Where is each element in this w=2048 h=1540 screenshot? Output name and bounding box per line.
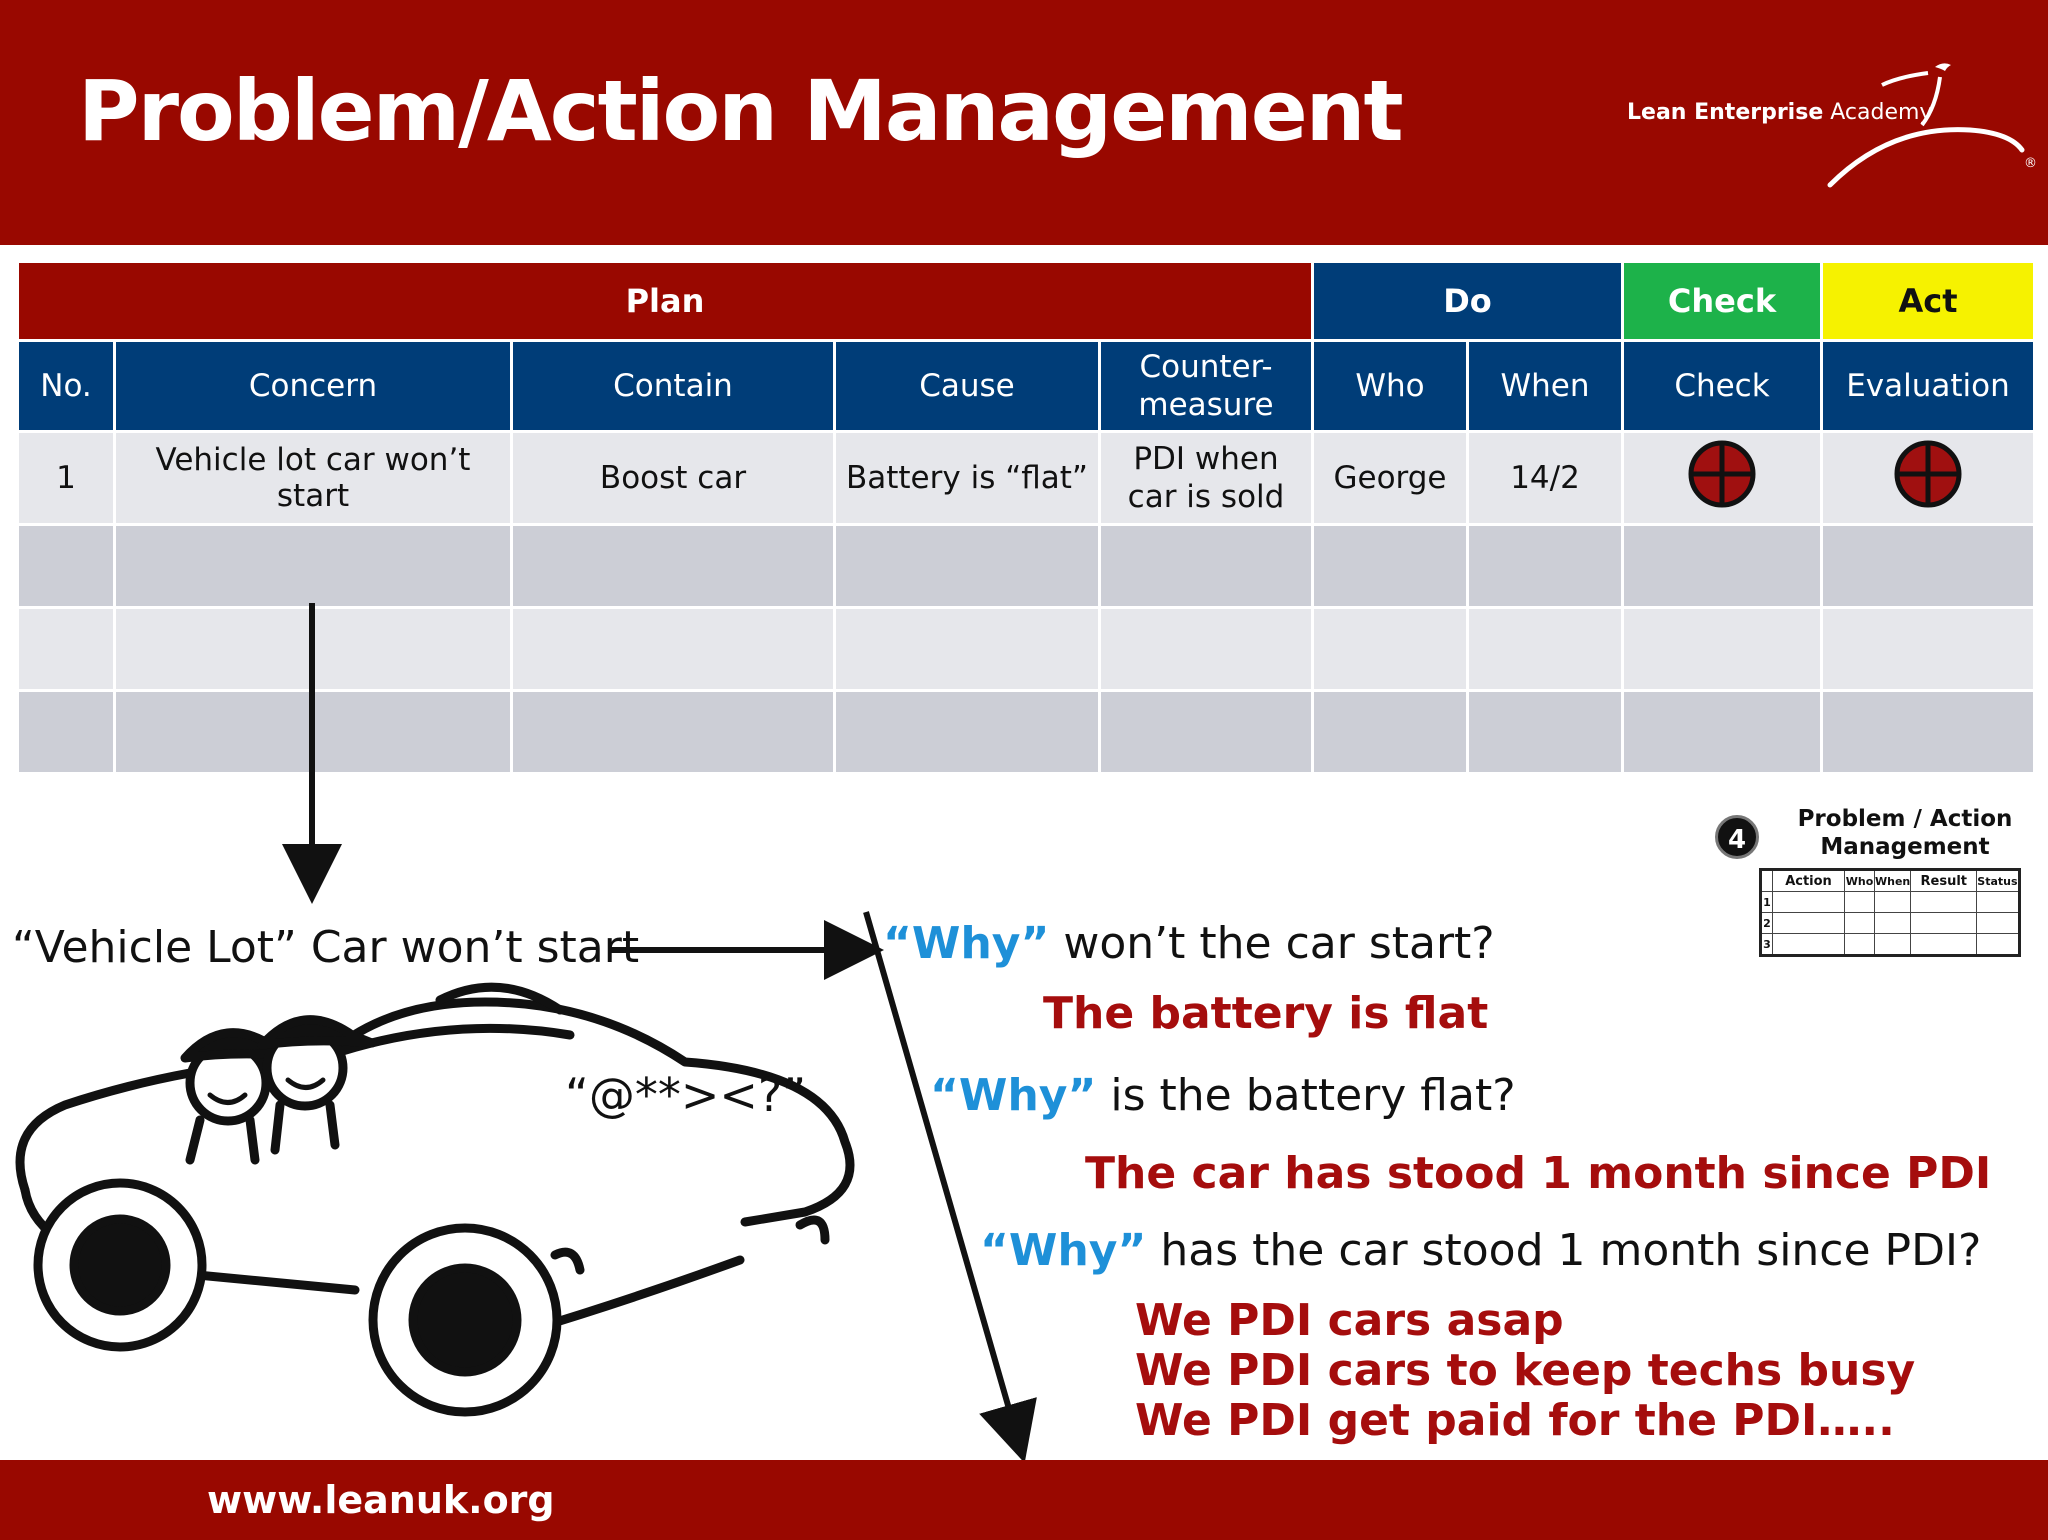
- car-drawing: [15, 982, 855, 1417]
- why-question-text: is the battery flat?: [1110, 1070, 1516, 1121]
- cell-evaluation-status: [1823, 433, 2033, 523]
- col-who: Who: [1314, 342, 1466, 430]
- cell-contain: Boost car: [513, 433, 833, 523]
- why-label: “Why”: [883, 918, 1050, 969]
- footer-url[interactable]: www.leanuk.org: [207, 1478, 555, 1522]
- col-countermeasure-line1: Counter-: [1139, 349, 1273, 385]
- logo-bold-text: Lean Enterprise: [1627, 100, 1824, 125]
- pdca-table: Plan Do Check Act No. Concern Contain Ca…: [16, 260, 2036, 775]
- phase-plan: Plan: [19, 263, 1311, 339]
- cell-when: 14/2: [1469, 433, 1621, 523]
- table-row-empty: [19, 692, 2033, 772]
- page-title: Problem/Action Management: [78, 62, 1404, 160]
- col-evaluation: Evaluation: [1823, 342, 2033, 430]
- col-contain: Contain: [513, 342, 833, 430]
- quarter-circle-icon: [1894, 440, 1962, 508]
- mini-board-title: Problem / Action Management: [1785, 805, 2025, 861]
- why-label: “Why”: [930, 1070, 1097, 1121]
- why-answer-3: We PDI cars asap We PDI cars to keep tec…: [1135, 1296, 1915, 1446]
- col-check: Check: [1624, 342, 1820, 430]
- logo-wordmark: Lean Enterprise Academy: [1627, 100, 1932, 125]
- header-banner: Problem/Action Management Lean Enterpris…: [0, 0, 2048, 245]
- answer-line: We PDI cars to keep techs busy: [1135, 1345, 1916, 1396]
- mini-board-table: Action Who When Result Status 1 2 3: [1759, 868, 2021, 957]
- why-question-2: “Why” is the battery flat?: [930, 1070, 1516, 1121]
- step-badge: 4: [1715, 815, 1759, 859]
- col-cause: Cause: [836, 342, 1098, 430]
- mini-title-line2: Management: [1820, 834, 1990, 860]
- footer-banner: www.leanuk.org: [0, 1460, 2048, 1540]
- cell-concern: Vehicle lot car won’t start: [116, 433, 510, 523]
- phase-check: Check: [1624, 263, 1820, 339]
- why-answer-1: The battery is flat: [1043, 988, 1489, 1039]
- mini-col-who: Who: [1844, 869, 1875, 892]
- phase-do: Do: [1314, 263, 1621, 339]
- mini-board: 4 Problem / Action Management Action Who…: [1715, 803, 2025, 968]
- logo-regular-text: Academy: [1830, 100, 1933, 125]
- answer-line: We PDI get paid for the PDI…..: [1135, 1395, 1895, 1446]
- table-row: 1 Vehicle lot car won’t start Boost car …: [19, 433, 2033, 523]
- why-question-text: has the car stood 1 month since PDI?: [1160, 1225, 1982, 1276]
- cell-check-status: [1624, 433, 1820, 523]
- why-question-3: “Why” has the car stood 1 month since PD…: [980, 1225, 1981, 1276]
- cell-countermeasure: PDI when car is sold: [1101, 433, 1311, 523]
- mini-col-status: Status: [1976, 869, 2020, 892]
- why-question-1: “Why” won’t the car start?: [883, 918, 1495, 969]
- countermeasure-line2: car is sold: [1127, 479, 1285, 515]
- why-label: “Why”: [980, 1225, 1147, 1276]
- countermeasure-line1: PDI when: [1133, 441, 1279, 477]
- col-when: When: [1469, 342, 1621, 430]
- mini-title-line1: Problem / Action: [1797, 806, 2013, 832]
- mini-col-when: When: [1873, 869, 1912, 892]
- why-chain-arrow: [863, 911, 1037, 1464]
- col-countermeasure: Counter- measure: [1101, 342, 1311, 430]
- cell-who: George: [1314, 433, 1466, 523]
- cell-cause: Battery is “flat”: [836, 433, 1098, 523]
- driver-speech: “@**><?”: [565, 1068, 807, 1122]
- registered-mark: ®: [2024, 156, 2037, 171]
- why-question-text: won’t the car start?: [1063, 918, 1495, 969]
- mini-col-result: Result: [1910, 869, 1978, 892]
- col-no: No.: [19, 342, 113, 430]
- answer-line: We PDI cars asap: [1135, 1295, 1564, 1346]
- table-row-empty: [19, 526, 2033, 606]
- quarter-circle-icon: [1688, 440, 1756, 508]
- why-answer-2: The car has stood 1 month since PDI: [1085, 1148, 1992, 1199]
- cell-no: 1: [19, 433, 113, 523]
- mini-col-action: Action: [1772, 869, 1845, 892]
- phase-act: Act: [1823, 263, 2033, 339]
- table-row-empty: [19, 609, 2033, 689]
- col-concern: Concern: [116, 342, 510, 430]
- mini-row-num: 2: [1760, 912, 1773, 934]
- concern-statement: “Vehicle Lot” Car won’t start: [12, 922, 640, 973]
- lean-academy-logo-icon: ®: [1827, 63, 2037, 188]
- mini-row-num: 3: [1760, 933, 1773, 956]
- mini-row-num: 1: [1760, 891, 1773, 913]
- col-countermeasure-line2: measure: [1138, 387, 1274, 423]
